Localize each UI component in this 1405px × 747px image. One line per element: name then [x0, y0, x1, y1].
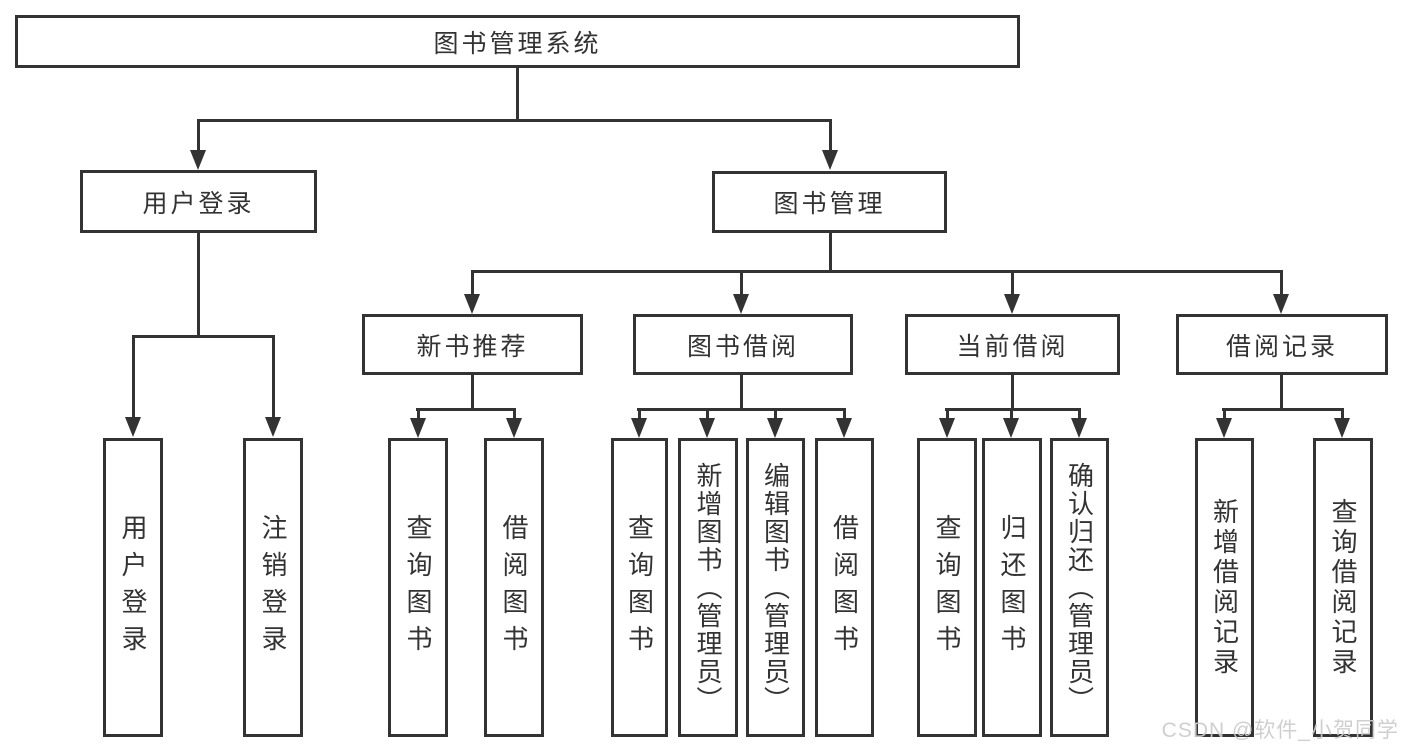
connector-currentborrow-stem — [1011, 375, 1014, 408]
arrowhead-icon — [1216, 418, 1232, 438]
connector-arrow-stem — [132, 335, 135, 417]
node-current-borrow: 当前借阅 — [905, 314, 1120, 375]
connector-arrow-stem — [1011, 270, 1014, 294]
leaf-confirm-return-admin: 确认归还（管理员） — [1050, 438, 1109, 737]
connector-arrow-stem — [197, 119, 200, 150]
node-book-management: 图书管理 — [712, 171, 947, 233]
connector-arrow-stem — [513, 408, 516, 418]
arrowhead-icon — [1004, 294, 1020, 314]
connector-bookborrow-rail — [637, 408, 846, 411]
leaf-add-borrow-record: 新增借阅记录 — [1195, 438, 1254, 737]
arrowhead-icon — [464, 294, 480, 314]
node-book-borrow: 图书借阅 — [633, 314, 853, 375]
arrowhead-icon — [1003, 418, 1019, 438]
connector-arrow-stem — [1078, 408, 1081, 418]
connector-newbook-stem — [471, 375, 474, 408]
arrowhead-icon — [822, 150, 838, 170]
connector-arrow-stem — [1280, 270, 1283, 294]
arrowhead-icon — [836, 418, 852, 438]
connector-root-rail — [197, 119, 831, 122]
leaf-query-books-current: 查询图书 — [917, 438, 977, 737]
connector-arrow-stem — [740, 270, 743, 294]
connector-arrow-stem — [946, 408, 949, 418]
arrowhead-icon — [733, 294, 749, 314]
leaf-edit-book-admin: 编辑图书（管理员） — [746, 438, 805, 737]
arrowhead-icon — [1273, 294, 1289, 314]
leaf-user-login: 用户登录 — [103, 438, 163, 737]
leaf-query-books-borrow: 查询图书 — [611, 438, 668, 737]
connector-arrow-stem — [638, 408, 641, 418]
connector-arrow-stem — [706, 408, 709, 418]
connector-userlogin-stem — [197, 233, 200, 335]
leaf-add-book-admin: 新增图书（管理员） — [678, 438, 738, 737]
leaf-logout: 注销登录 — [243, 438, 303, 737]
leaf-return-books: 归还图书 — [982, 438, 1042, 737]
connector-root-stem — [516, 68, 519, 119]
arrowhead-icon — [265, 417, 281, 437]
connector-bookborrow-stem — [740, 375, 743, 408]
node-user-login: 用户登录 — [80, 170, 317, 233]
arrowhead-icon — [190, 150, 206, 170]
arrowhead-icon — [1334, 418, 1350, 438]
connector-bookmgmt-stem — [829, 233, 832, 270]
connector-arrow-stem — [843, 408, 846, 418]
arrowhead-icon — [410, 418, 426, 438]
leaf-query-books-recommend: 查询图书 — [388, 438, 448, 737]
connector-arrow-stem — [1341, 408, 1344, 418]
arrowhead-icon — [631, 418, 647, 438]
connector-records-stem — [1280, 375, 1283, 408]
connector-arrow-stem — [417, 408, 420, 418]
csdn-watermark: CSDN @软件_小贺同学 — [1161, 719, 1399, 742]
arrowhead-icon — [767, 418, 783, 438]
leaf-borrow-books-recommend: 借阅图书 — [484, 438, 544, 737]
arrowhead-icon — [125, 417, 141, 437]
node-new-book-recommend: 新书推荐 — [362, 314, 583, 375]
connector-newbook-rail — [416, 408, 516, 411]
connector-arrow-stem — [1223, 408, 1226, 418]
connector-userlogin-rail — [132, 335, 275, 338]
leaf-query-borrow-record: 查询借阅记录 — [1313, 438, 1373, 737]
node-borrow-records: 借阅记录 — [1176, 314, 1388, 375]
connector-arrow-stem — [774, 408, 777, 418]
connector-arrow-stem — [829, 119, 832, 150]
connector-arrow-stem — [471, 270, 474, 294]
arrowhead-icon — [1071, 418, 1087, 438]
connector-bookmgmt-rail — [471, 270, 1283, 273]
leaf-borrow-books: 借阅图书 — [815, 438, 874, 737]
connector-arrow-stem — [272, 335, 275, 417]
connector-arrow-stem — [1010, 408, 1013, 418]
connector-currentborrow-rail — [945, 408, 1081, 411]
arrowhead-icon — [699, 418, 715, 438]
arrowhead-icon — [939, 418, 955, 438]
node-root: 图书管理系统 — [15, 15, 1020, 68]
arrowhead-icon — [506, 418, 522, 438]
connector-records-rail — [1222, 408, 1343, 411]
